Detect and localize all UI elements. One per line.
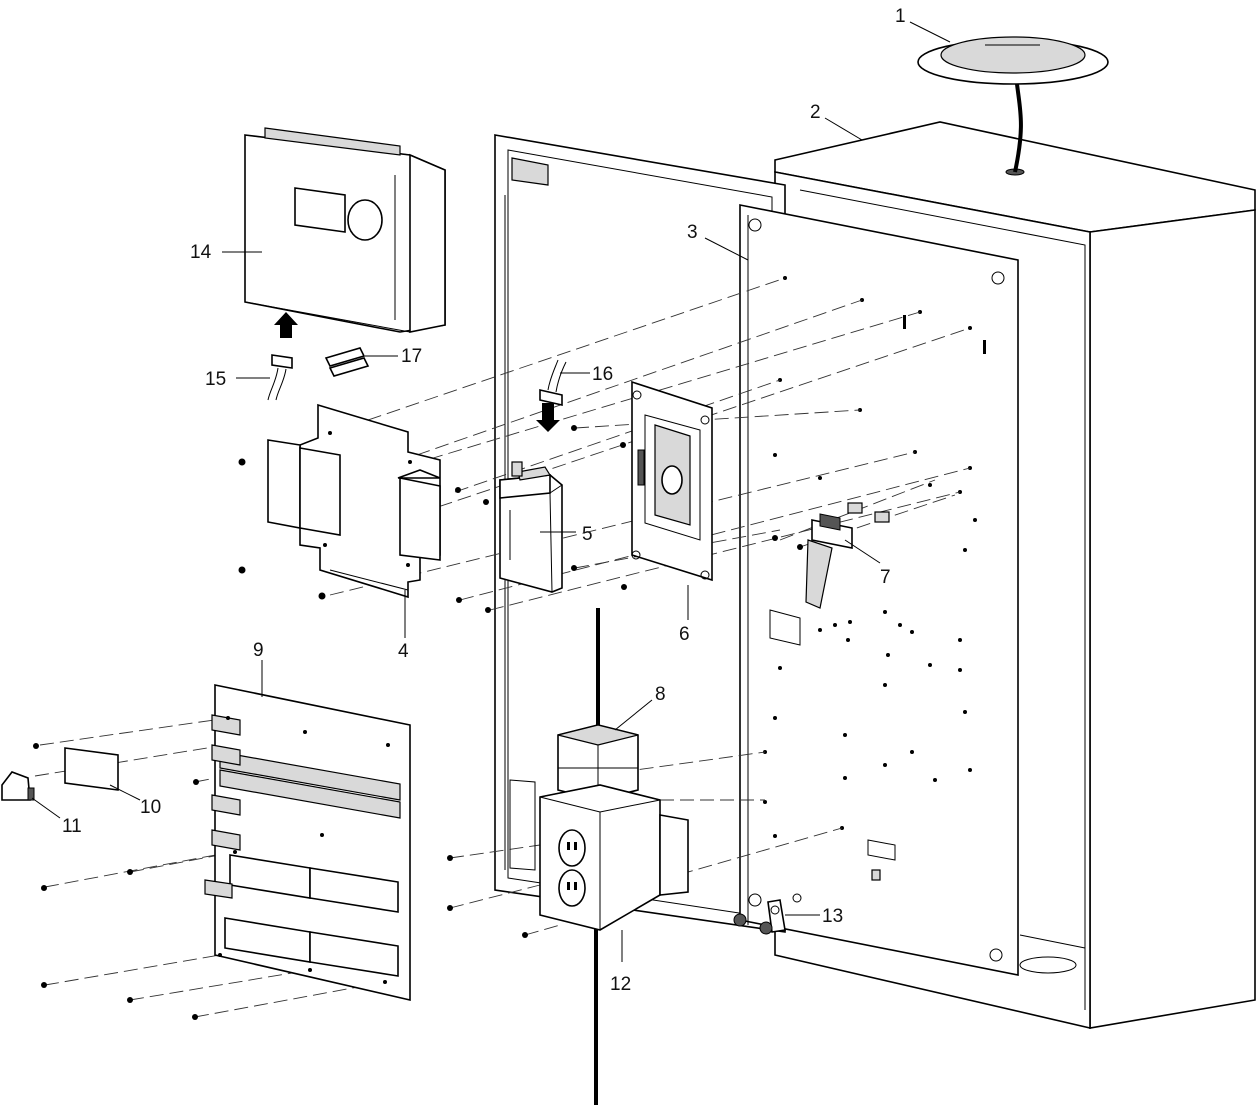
callout-1: 1 [895, 6, 906, 27]
callout-12: 12 [610, 974, 631, 995]
relays [224, 854, 399, 977]
callout-9: 9 [253, 640, 264, 661]
callout-14: 14 [190, 242, 212, 263]
board-6 [631, 380, 713, 582]
transformer-8 [557, 608, 639, 801]
module-5 [499, 461, 563, 593]
terminal-strips [211, 714, 401, 851]
connector-16 [539, 359, 567, 407]
callout-17: 17 [401, 346, 422, 367]
mounting-bracket [267, 403, 441, 599]
callout-13: 13 [822, 906, 843, 927]
cap-11 [1, 771, 35, 801]
callout-11: 11 [62, 816, 82, 837]
ribbon-cable-7 [805, 502, 890, 609]
label-card-10 [64, 747, 119, 791]
leader-lines [31, 21, 951, 962]
callout-5: 5 [582, 524, 593, 545]
callout-16: 16 [592, 364, 613, 385]
electrical-box-12 [509, 779, 689, 1105]
callout-labels: 1 2 3 4 5 6 7 8 9 10 11 12 13 14 15 16 1… [62, 6, 906, 995]
connector-15 [267, 354, 293, 401]
callout-7: 7 [880, 567, 891, 588]
callout-4: 4 [398, 641, 409, 662]
callout-10: 10 [140, 797, 161, 818]
fuses-17 [324, 347, 370, 377]
callout-6: 6 [679, 624, 690, 645]
callout-2: 2 [810, 102, 821, 123]
callout-15: 15 [205, 369, 226, 390]
controller-14 [244, 127, 446, 333]
callout-8: 8 [655, 684, 666, 705]
terminal-board-9 [204, 684, 411, 1002]
ground-lug-13 [733, 893, 802, 935]
antenna-dome [917, 36, 1109, 173]
backpanel [739, 204, 1019, 976]
assembly-arrows [274, 312, 560, 432]
callout-3: 3 [687, 222, 698, 243]
